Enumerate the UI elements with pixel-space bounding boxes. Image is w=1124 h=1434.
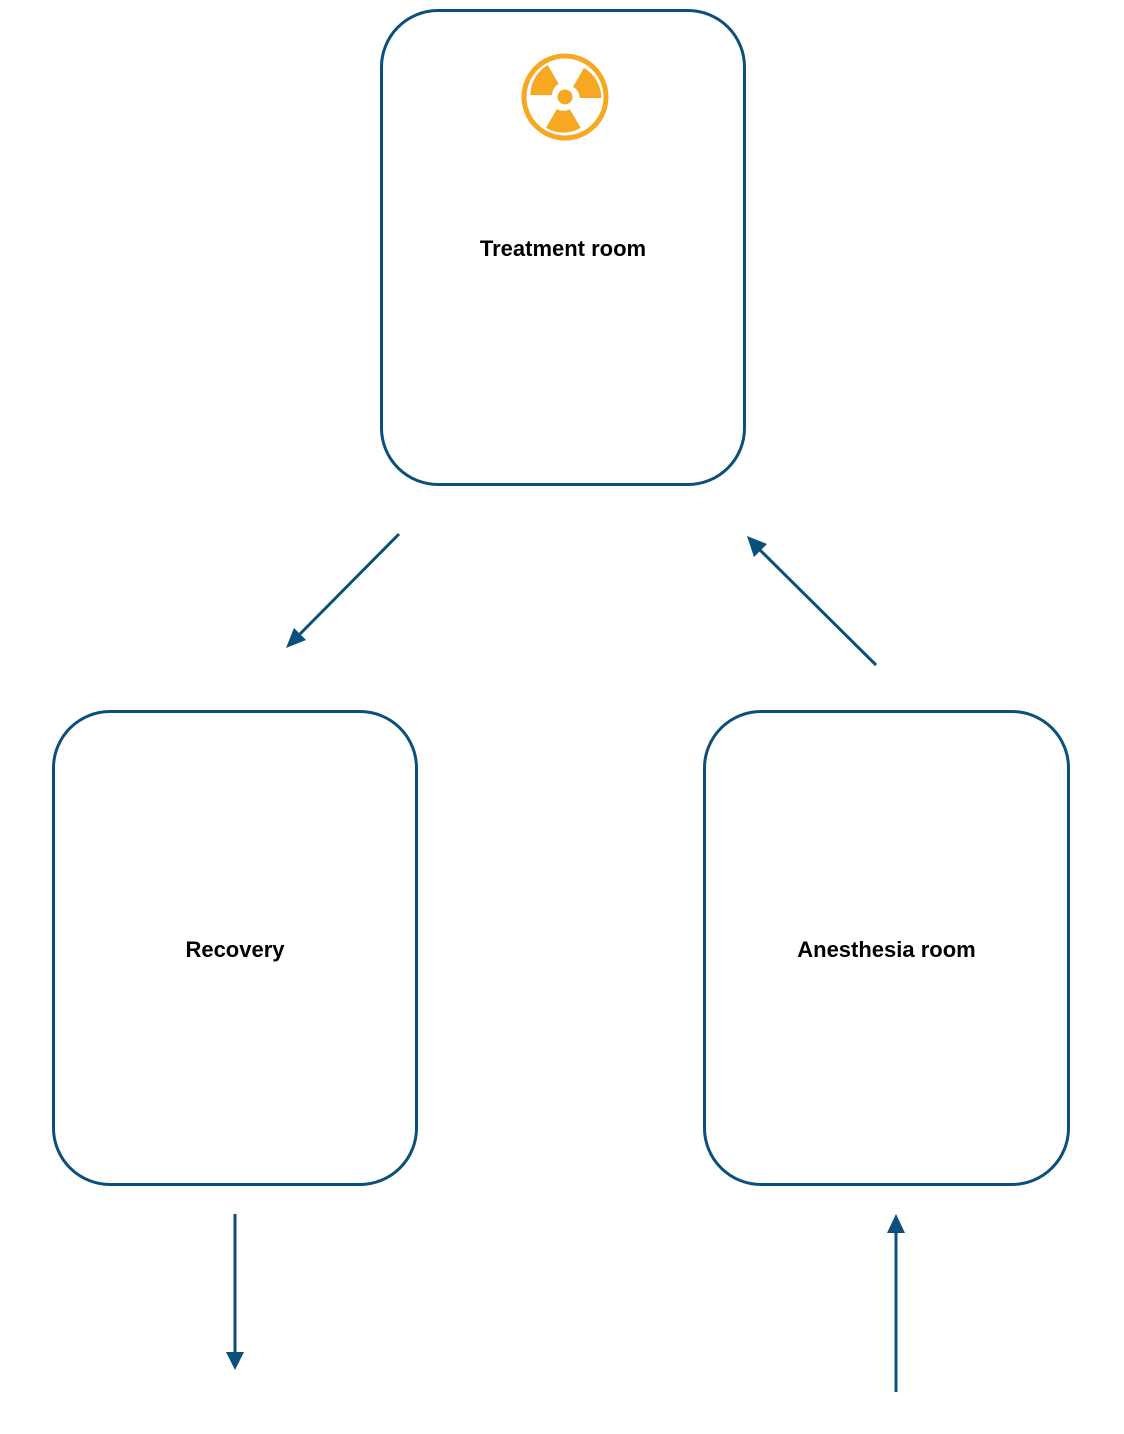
anesthesia-room-box: Anesthesia room: [703, 710, 1070, 1186]
arrow-recovery-exit: [226, 1214, 244, 1370]
treatment-room-box: Treatment room: [380, 9, 746, 486]
arrow-treatment-to-recovery: [286, 532, 401, 648]
recovery-room-box: Recovery: [52, 710, 418, 1186]
arrow-anesthesia-to-treatment: [747, 536, 878, 667]
treatment-room-label: Treatment room: [479, 236, 647, 261]
recovery-room-label: Recovery: [185, 937, 285, 962]
radiation-hazard-icon: [521, 53, 609, 141]
anesthesia-room-label: Anesthesia room: [797, 937, 976, 962]
arrow-entry-anesthesia: [887, 1214, 905, 1392]
